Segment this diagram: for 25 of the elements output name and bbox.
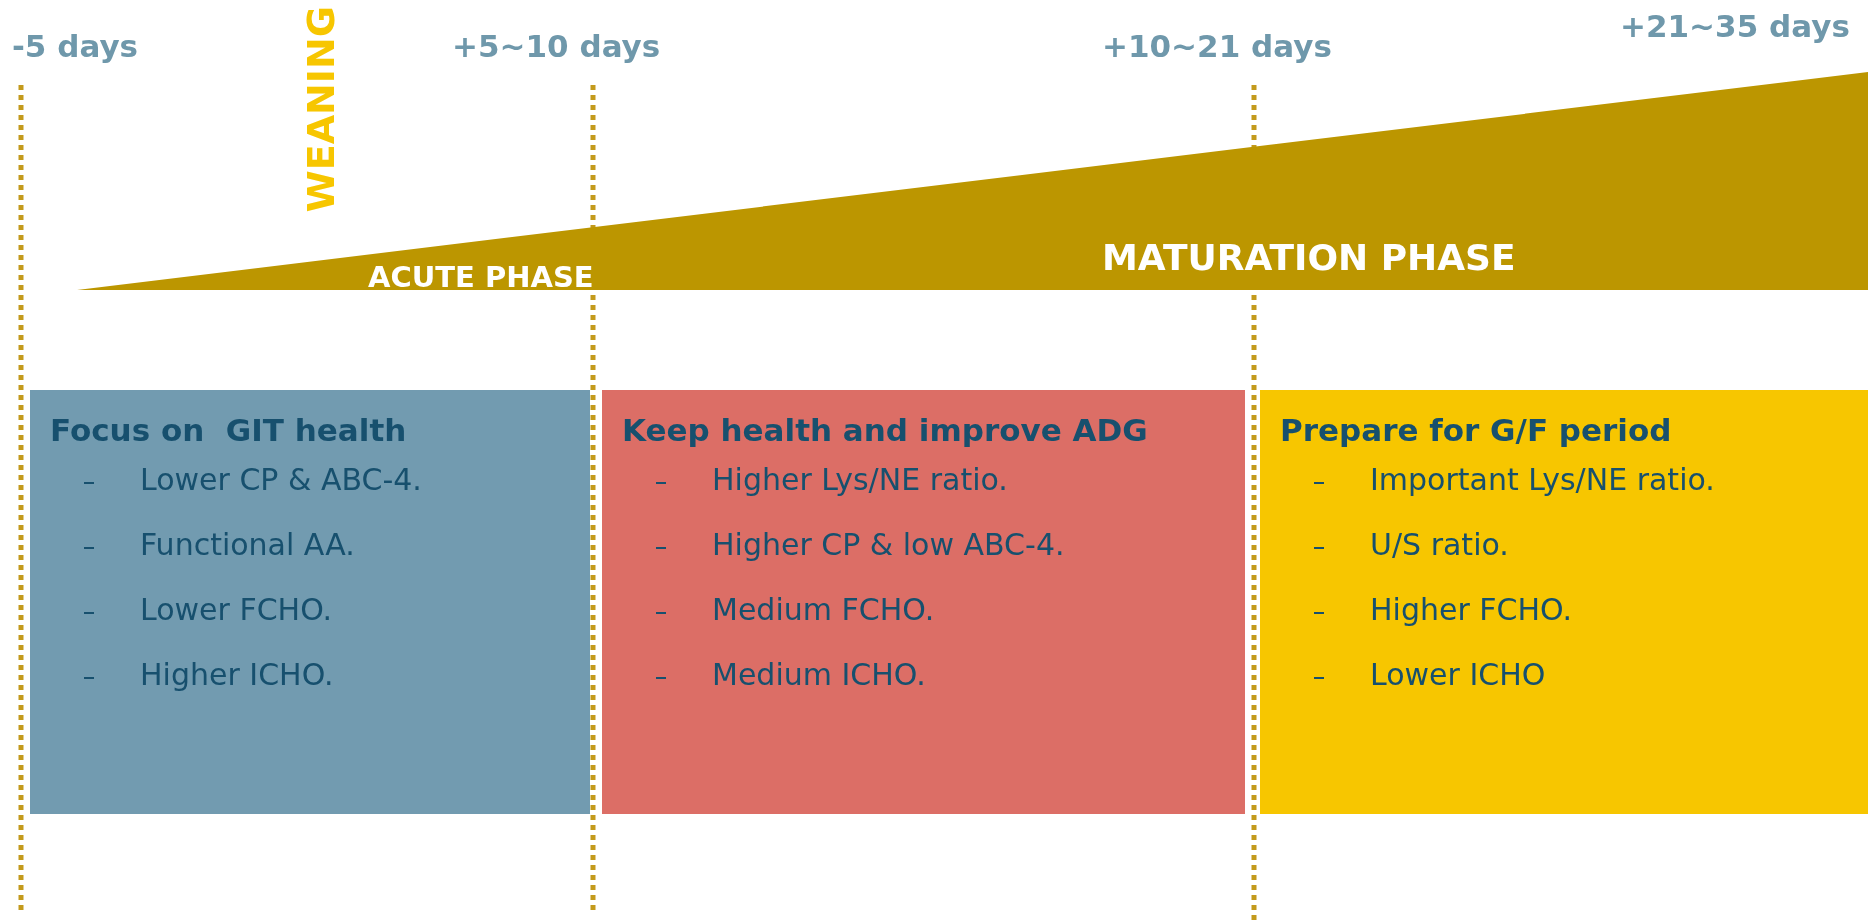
list-item: Higher FCHO.: [1370, 592, 1572, 627]
card-heading: Prepare for G/F period: [1280, 412, 1672, 448]
focus-card: [1260, 390, 1868, 814]
time-label: +21~35 days: [1620, 8, 1850, 44]
list-item: Medium ICHO.: [712, 657, 926, 692]
list-item: Lower ICHO: [1370, 657, 1546, 692]
list-item: Lower FCHO.: [140, 592, 333, 627]
list-item: Higher Lys/NE ratio.: [712, 462, 1008, 497]
list-item: Medium FCHO.: [712, 592, 935, 627]
list-item: Lower CP & ABC-4.: [140, 462, 422, 497]
time-label: +10~21 days: [1102, 28, 1332, 64]
phase-label: ACUTE PHASE: [368, 260, 594, 294]
time-label: -5 days: [12, 28, 139, 64]
card-heading: Keep health and improve ADG: [622, 412, 1148, 448]
time-label: +5~10 days: [452, 28, 661, 64]
list-item: Functional AA.: [140, 527, 355, 562]
focus-card: [30, 390, 590, 814]
weaning-label: WEANING: [299, 6, 343, 213]
focus-card: [602, 390, 1245, 814]
list-item: U/S ratio.: [1370, 527, 1509, 562]
list-item: Higher ICHO.: [140, 657, 334, 692]
list-item: Higher CP & low ABC-4.: [712, 527, 1065, 562]
phase-label: MATURATION PHASE: [1102, 237, 1516, 278]
card-heading: Focus on GIT health: [50, 412, 407, 448]
list-item: Important Lys/NE ratio.: [1370, 462, 1715, 497]
